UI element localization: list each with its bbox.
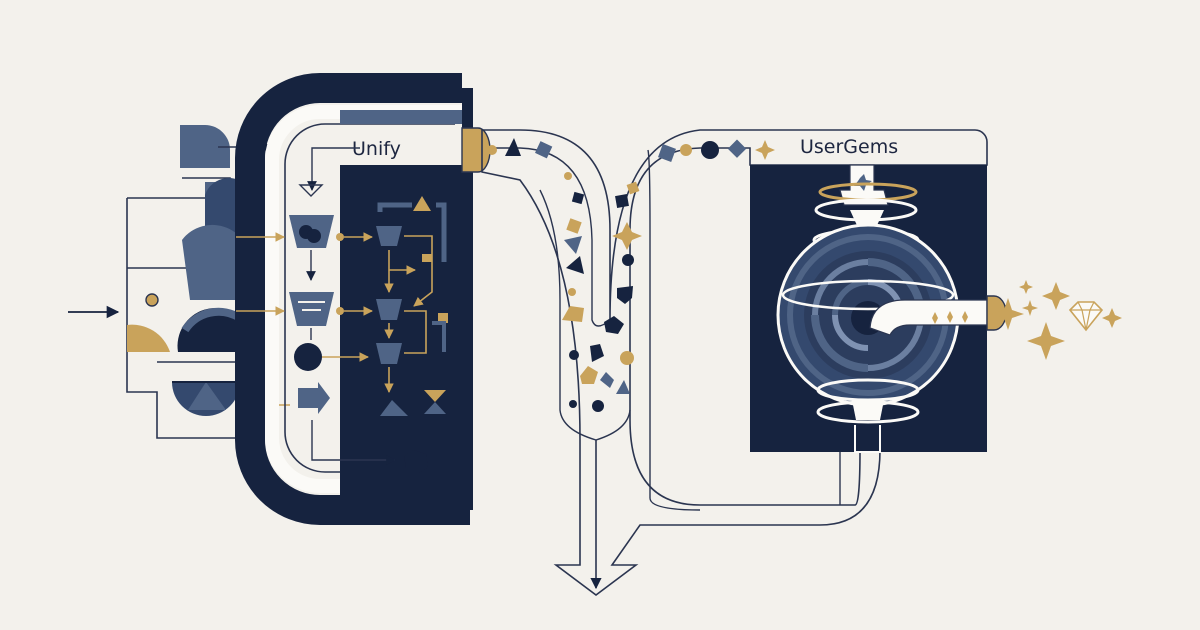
sparkle-icon (1019, 280, 1033, 294)
sparkle-icon (1042, 282, 1070, 310)
funnel-icon (289, 215, 334, 248)
sparkle-icon (1022, 300, 1038, 316)
unify-machine: Unify (235, 73, 491, 525)
data-tokens (487, 138, 775, 412)
diamond-gem-icon (1068, 301, 1104, 332)
sparkle-icon (1102, 308, 1122, 328)
unify-label: Unify (352, 138, 401, 160)
process-network (336, 196, 448, 416)
output-sparkles (992, 280, 1122, 360)
sparkle-icon (1027, 322, 1065, 360)
sparkle-icon (992, 298, 1024, 330)
funnel-icon (289, 292, 334, 326)
usergems-machine: UserGems (750, 136, 1007, 453)
usergems-label: UserGems (800, 136, 898, 158)
